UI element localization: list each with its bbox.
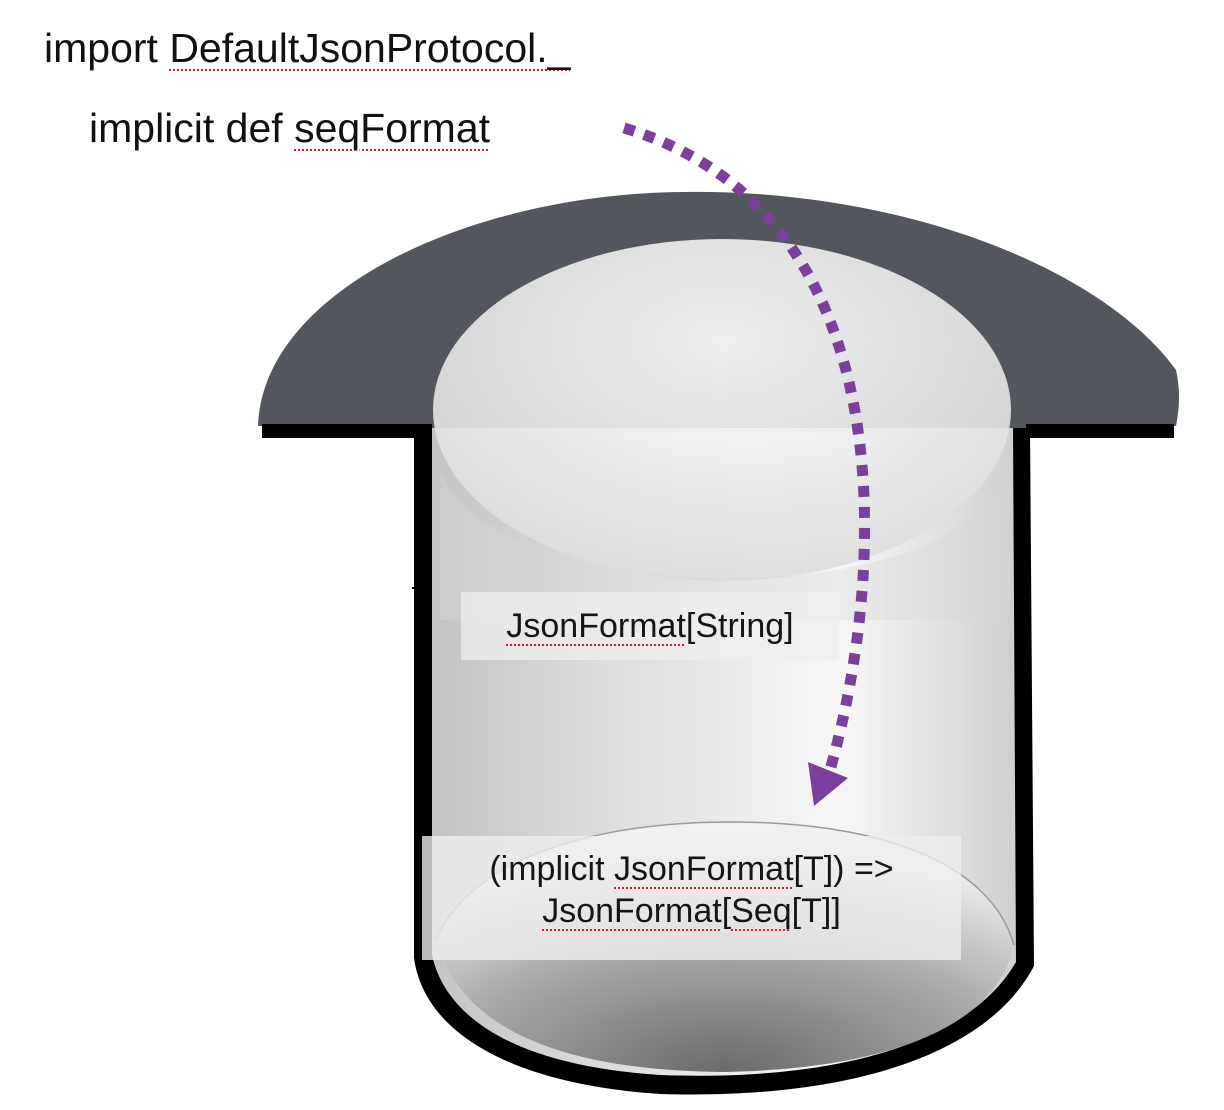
hat-crown-shade: [440, 470, 1010, 620]
seq-result-seq: Seq: [731, 892, 792, 930]
string-format-param: [String]: [685, 607, 794, 645]
seq-format-line-1: (implicit JsonFormat[T]) =>: [422, 848, 961, 890]
string-format-type: JsonFormat: [506, 607, 686, 645]
arrow-head: [808, 762, 848, 806]
import-keyword: import: [44, 25, 170, 71]
seq-format-line-2: JsonFormat[Seq[T]]: [422, 890, 961, 932]
seq-format-tail: [T]) =>: [793, 850, 894, 888]
implicit-def-statement: implicit def seqFormat: [89, 104, 490, 152]
seq-result-tail: [T]]: [791, 892, 841, 930]
implicit-name: seqFormat: [294, 105, 491, 151]
string-format-label: JsonFormat[String]: [461, 592, 839, 660]
seq-format-label: (implicit JsonFormat[T]) =>JsonFormat[Se…: [422, 836, 961, 960]
import-target: DefaultJsonProtocol._: [169, 25, 571, 71]
hat-crown-top: [433, 239, 1011, 581]
implicit-prefix: implicit def: [89, 105, 295, 151]
seq-result-mid: [: [721, 892, 732, 930]
import-statement: import DefaultJsonProtocol._: [44, 24, 570, 72]
seq-format-open: (implicit: [489, 850, 615, 888]
hat-brim-shadow: [262, 424, 1174, 438]
seq-result-type: JsonFormat: [542, 892, 722, 930]
curved-dotted-arrow: [622, 122, 871, 772]
seq-format-type: JsonFormat: [614, 850, 794, 888]
